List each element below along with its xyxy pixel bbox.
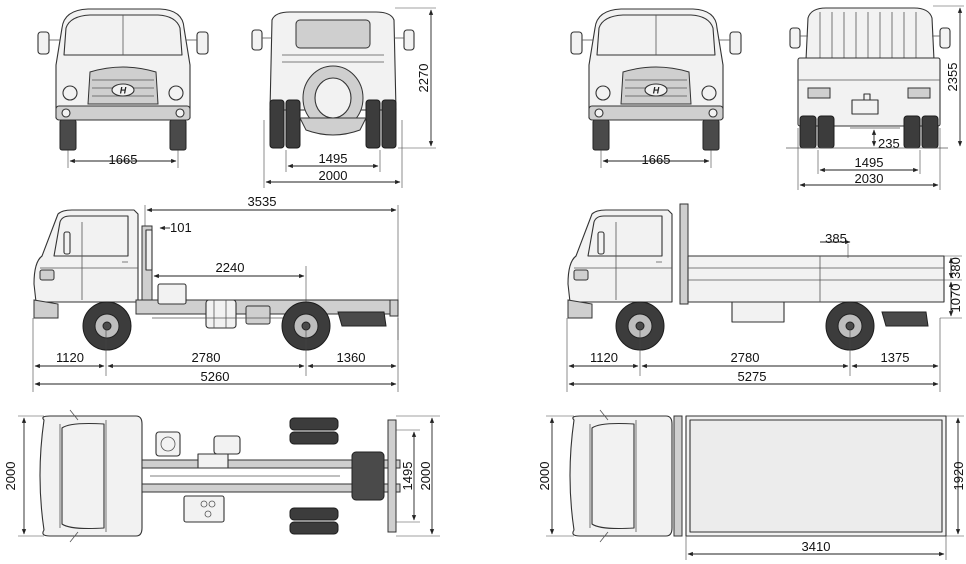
truck-rear-view: 235 1495 2030 2355 [786, 5, 964, 190]
dim-truck-ground-clearance: 235 [878, 136, 900, 151]
dim-chassis-rear-width: 2000 [319, 168, 348, 183]
hyundai-logo-icon: H [120, 86, 127, 96]
dim-truck-side-rail-height: 385 [825, 231, 847, 246]
dim-truck-deck-length: 3410 [802, 539, 831, 554]
truck-side-view: 385 380 1070 1120 2780 1375 5275 [566, 203, 963, 392]
dim-chassis-front-overhang: 1120 [56, 350, 84, 365]
dim-truck-wheelbase: 2780 [731, 350, 760, 365]
dim-truck-deck-inner-width: 1920 [951, 462, 966, 491]
truck-top-view: 2000 1920 3410 [537, 409, 966, 560]
hyundai-logo-icon: H [653, 86, 660, 96]
dim-truck-front-track: 1665 [642, 152, 671, 167]
dim-chassis-top-rear-track: 1495 [400, 462, 415, 491]
dim-truck-deck-height: 380 [948, 257, 963, 279]
dim-chassis-top-rear-width: 2000 [418, 462, 433, 491]
truck-front-view: H 1665 [570, 8, 742, 168]
chassis-top-view: 2000 1495 2000 [3, 409, 440, 543]
dim-chassis-frame-length: 2240 [216, 260, 245, 275]
dim-truck-front-overhang: 1120 [590, 350, 618, 365]
dim-truck-floor-height: 1070 [948, 284, 963, 313]
dim-truck-rear-overhang: 1375 [881, 350, 910, 365]
dim-chassis-rear-track: 1495 [319, 151, 348, 166]
dim-truck-rear-track: 1495 [855, 155, 884, 170]
dim-truck-overall-length: 5275 [738, 369, 767, 384]
dim-chassis-wheelbase: 2780 [192, 350, 221, 365]
dim-cab-front-track: 1665 [109, 152, 138, 167]
dim-chassis-height: 2270 [416, 64, 431, 93]
dim-chassis-top-width: 2000 [3, 462, 18, 491]
chassis-rear-view: 1495 2000 2270 [251, 7, 436, 188]
chassis-side-view: 3535 101 2240 1120 2780 1360 52 [32, 194, 399, 392]
dim-truck-height: 2355 [945, 63, 960, 92]
dim-chassis-rear-overhang: 1360 [337, 350, 366, 365]
dim-chassis-overall-length: 5260 [201, 369, 230, 384]
svg-text:H: H [120, 86, 127, 96]
dim-truck-rear-width: 2030 [855, 171, 884, 186]
dim-chassis-cab-gap: 101 [170, 220, 192, 235]
chassis-front-view: H 1665 [37, 8, 209, 168]
dim-truck-top-width: 2000 [537, 462, 552, 491]
svg-text:H: H [653, 86, 660, 96]
dim-chassis-cab-to-end: 3535 [248, 194, 277, 209]
